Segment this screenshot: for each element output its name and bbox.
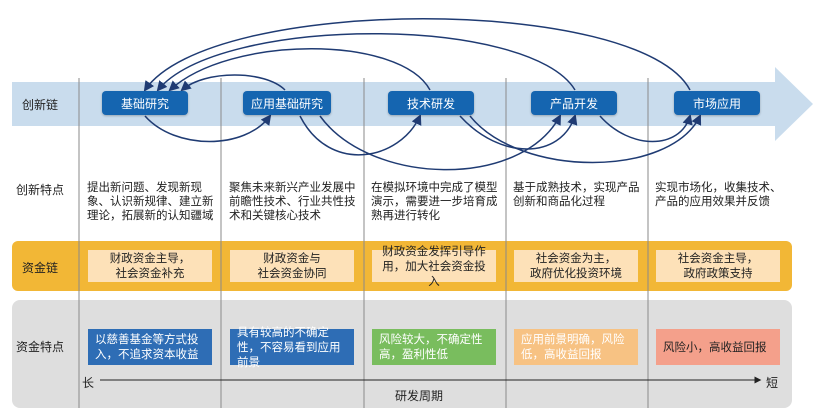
funding-basic-research-text: 财政资金主导， 社会资金补充: [109, 251, 191, 280]
funding-product-development: 社会资金为主， 政府优化投资环境: [514, 250, 638, 282]
stage-basic-research: 基础研究: [102, 91, 188, 115]
funding-basic-research: 财政资金主导， 社会资金补充: [88, 250, 212, 282]
stage-applied-basic-research: 应用基础研究: [243, 91, 331, 115]
row-label-innovation-chain: 创新链: [21, 98, 58, 112]
trait-market-application: 风险小，高收益回报: [656, 329, 780, 365]
feature-market-application: 实现市场化，收集技术、产品的应用效果并反馈: [655, 180, 782, 208]
trait-tech-rd: 风险较大，不确定性高，盈利性低: [372, 329, 496, 365]
feedback-arcs-top: [143, 18, 691, 92]
funding-tech-rd-text: 财政资金发挥引导作用，加大社会资金投入: [382, 243, 486, 288]
feature-applied-basic-research: 聚焦未来新兴产业发展中前瞻性技术、行业共性技术和关键核心技术: [229, 180, 356, 222]
feature-product-development: 基于成熟技术，实现产品创新和商品化过程: [513, 180, 640, 208]
feature-tech-rd: 在模拟环境中完成了模型演示，需要进一步培育成熟再进行转化: [371, 180, 498, 222]
funding-market-application-text: 社会资金主导， 政府政策支持: [677, 251, 759, 280]
stage-tech-rd: 技术研发: [388, 91, 474, 115]
funding-product-development-text: 社会资金为主， 政府优化投资环境: [530, 251, 622, 280]
row-label-funding-features: 资金特点: [15, 340, 64, 354]
axis-label-rd-cycle: 研发周期: [395, 389, 444, 403]
axis-left-long: 长: [82, 376, 95, 390]
funding-tech-rd: 财政资金发挥引导作用，加大社会资金投入: [372, 244, 496, 288]
axis-right-short: 短: [766, 376, 779, 390]
trait-applied-basic-research: 具有较高的不确定性，不容易看到应用前景: [230, 325, 354, 369]
funding-applied-basic-research-text: 财政资金与 社会资金协同: [257, 251, 327, 280]
funding-applied-basic-research: 财政资金与 社会资金协同: [230, 250, 354, 282]
row-label-funding-chain: 资金链: [21, 261, 58, 275]
forward-arcs-bottom: [144, 113, 702, 171]
stage-market-application: 市场应用: [674, 91, 760, 115]
feature-basic-research: 提出新问题、发现新现象、认识新规律、建立新理论，拓展新的认知疆域: [87, 180, 214, 222]
row-label-innovation-features: 创新特点: [15, 183, 64, 197]
stage-product-development: 产品开发: [531, 91, 617, 115]
funding-market-application: 社会资金主导， 政府政策支持: [656, 250, 780, 282]
trait-basic-research: 以慈善基金等方式投入，不追求资本收益: [88, 329, 212, 365]
trait-product-development: 应用前景明确，风险低，高收益回报: [514, 329, 638, 365]
